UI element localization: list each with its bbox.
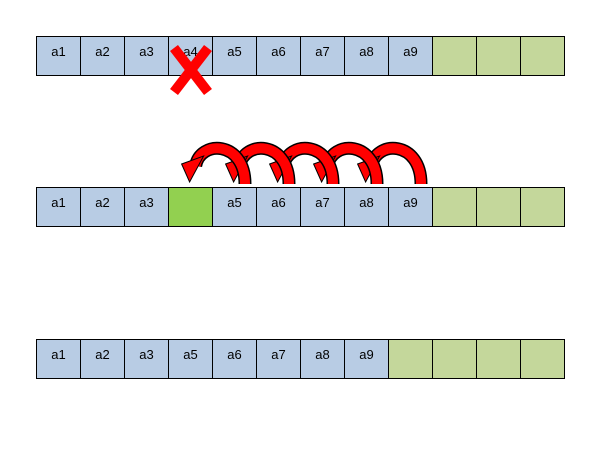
array-cell-a3: a3 xyxy=(125,188,169,226)
array-cell-a6: a6 xyxy=(257,37,301,75)
array-cell-a2: a2 xyxy=(81,188,125,226)
array-cell-empty xyxy=(433,340,477,378)
array-cell-a6: a6 xyxy=(213,340,257,378)
array-cell-empty xyxy=(477,188,521,226)
arrow-head-icon xyxy=(180,155,205,184)
array-cell-empty xyxy=(521,188,565,226)
array-cell-a9: a9 xyxy=(345,340,389,378)
curved-arrow-left-icon xyxy=(234,143,294,185)
array-cell-a5: a5 xyxy=(213,188,257,226)
array-cell-empty xyxy=(477,340,521,378)
array-cell-a7: a7 xyxy=(301,188,345,226)
array-cell-a3: a3 xyxy=(125,340,169,378)
array-cell-a6: a6 xyxy=(257,188,301,226)
array-cell-empty xyxy=(521,340,565,378)
curved-arrow-left-icon xyxy=(278,143,338,185)
array-cell-empty xyxy=(477,37,521,75)
array-cell-empty xyxy=(521,37,565,75)
array-cell-a8: a8 xyxy=(345,37,389,75)
array-cell-a3: a3 xyxy=(125,37,169,75)
curved-arrow-left-icon xyxy=(277,141,340,185)
array-cell-a1: a1 xyxy=(37,37,81,75)
array-cell-a7: a7 xyxy=(301,37,345,75)
curved-arrow-left-icon xyxy=(322,143,382,185)
array-cell-empty xyxy=(169,188,213,226)
curved-arrow-left-icon xyxy=(190,143,250,185)
curved-arrow-left-icon xyxy=(366,143,426,185)
array-cell-a5: a5 xyxy=(169,340,213,378)
array-cell-a7: a7 xyxy=(257,340,301,378)
array-cell-empty xyxy=(389,340,433,378)
array-cell-a2: a2 xyxy=(81,37,125,75)
curved-arrow-left-icon xyxy=(321,141,384,185)
arrow-head-icon xyxy=(268,155,293,184)
array-cell-a8: a8 xyxy=(345,188,389,226)
array-cell-a4: a4 xyxy=(169,37,213,75)
curved-arrow-left-icon xyxy=(233,141,296,185)
array-cell-a5: a5 xyxy=(213,37,257,75)
curved-arrow-left-icon xyxy=(189,141,252,185)
array-cell-empty xyxy=(433,188,477,226)
curved-arrow-left-icon xyxy=(365,141,428,185)
array-cell-a9: a9 xyxy=(389,188,433,226)
array-cell-a1: a1 xyxy=(37,340,81,378)
arrow-head-icon xyxy=(224,155,249,184)
array-cell-a8: a8 xyxy=(301,340,345,378)
shift-arrows xyxy=(180,141,428,185)
array-cell-a9: a9 xyxy=(389,37,433,75)
array-cell-a2: a2 xyxy=(81,340,125,378)
arrow-head-icon xyxy=(312,155,337,184)
array-cell-a1: a1 xyxy=(37,188,81,226)
arrow-head-icon xyxy=(356,155,381,184)
array-cell-empty xyxy=(433,37,477,75)
